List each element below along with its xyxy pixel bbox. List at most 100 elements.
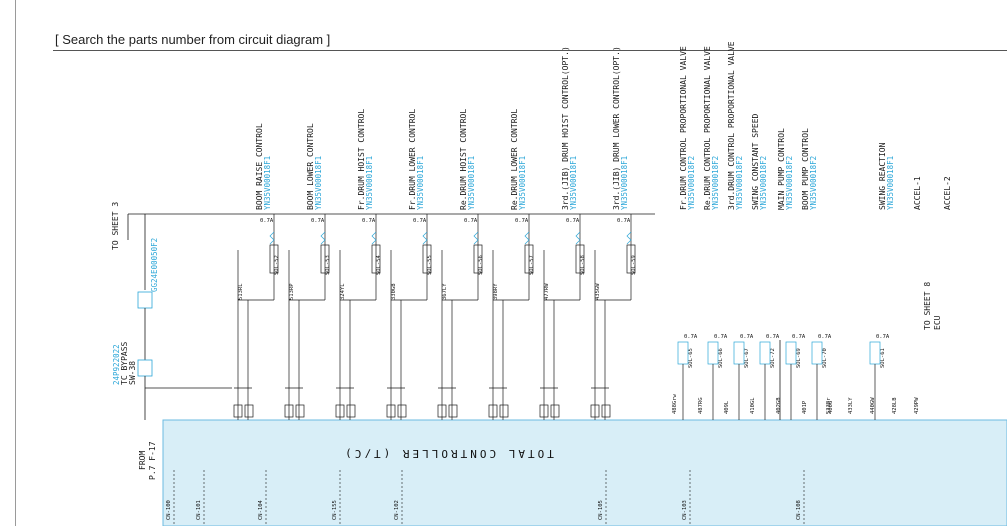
connector-label: CN-105: [598, 500, 604, 520]
output-title: 3rd.DRUM CONTROL PROPORTIONAL VALVE: [727, 41, 736, 210]
output-title: BOOM PUMP CONTROL: [801, 128, 810, 210]
connector: CN-101: [196, 470, 205, 526]
right-solenoid-wiring: [707, 341, 719, 420]
wire-label: 513RL: [238, 283, 244, 300]
right-wire-label: 402GB: [776, 397, 782, 414]
control-title: Fr.DRUM HOIST CONTROL: [357, 109, 366, 210]
fuse-label: 0.7A: [413, 218, 427, 224]
wire-label: 513RP: [289, 283, 295, 300]
left-part-code-1: GG24E00050F2: [150, 238, 159, 292]
connector: CN-108: [796, 470, 805, 526]
right-solenoid-wiring: [869, 341, 881, 420]
right-solenoid: SOL-700.7A: [811, 334, 832, 420]
right-solenoid: SOL-610.7A: [869, 334, 890, 420]
solenoid-label: SOL-58: [580, 255, 586, 275]
control-part-code: YN35V00018F1: [263, 156, 272, 210]
right-wire-label: 400G: [828, 401, 834, 414]
connector-label: CN-101: [196, 500, 202, 520]
right-wire-label: 409L: [724, 400, 730, 414]
connector: CN-102: [394, 470, 403, 526]
connector: CN-105: [598, 470, 607, 526]
output-part-code: YN35V00018F2: [785, 156, 794, 210]
output-title: ACCEL-1: [913, 176, 922, 210]
control-title: 3rd.(JIB) DRUM LOWER CONTROL(OPT.): [612, 46, 621, 210]
connector-label: CN-155: [332, 500, 338, 520]
right-wire-label: 487RG: [698, 397, 704, 414]
output-part-code: YN35V00018F2: [809, 156, 818, 210]
fuse-label: 0.7A: [362, 218, 376, 224]
control-column: 3rd.(JIB) DRUM HOIST CONTROL(OPT.)YN35V0…: [539, 46, 586, 420]
page-title: [ Search the parts number from circuit d…: [55, 32, 331, 47]
control-title: BOOM LOWER CONTROL: [306, 123, 315, 210]
control-title: Re.DRUM HOIST CONTROL: [459, 109, 468, 210]
right-solenoid-wiring: [785, 341, 797, 420]
right-solenoid: SOL-67 0.7A: [733, 334, 754, 420]
control-part-code: YN35V00018F1: [620, 156, 629, 210]
right-solenoid-label: SOL-69: [796, 348, 802, 368]
control-column: 3rd.(JIB) DRUM LOWER CONTROL(OPT.)YN35V0…: [590, 46, 637, 420]
fuse-label: 0.7A: [617, 218, 631, 224]
right-solenoid: SOL-69 0.7A: [785, 334, 806, 420]
column-wiring: [539, 214, 585, 420]
control-part-code: YN35V00018F1: [518, 156, 527, 210]
solenoid-label: SOL-54: [376, 254, 382, 275]
wire-label: 330GB: [391, 283, 397, 300]
solenoid-label: SOL-59: [631, 255, 637, 275]
control-title: Re.DRUM LOWER CONTROL: [510, 109, 519, 210]
connector: CN-104: [258, 470, 267, 526]
right-solenoid-wiring: [677, 341, 689, 420]
right-wire-label: 440GW: [870, 397, 876, 414]
right-solenoid: SOL-660.7A: [707, 334, 728, 420]
output-title: SWING REACTION: [878, 142, 887, 210]
control-part-code: YN35V00018F1: [467, 156, 476, 210]
output-part-code: YN35V00018F1: [886, 156, 895, 210]
controller-label: TOTAL CONTROLLER (T/C): [342, 447, 554, 460]
column-wiring: [233, 214, 279, 420]
control-part-code: YN35V00018F1: [416, 156, 425, 210]
right-solenoid-label: SOL-61: [880, 348, 886, 368]
connector-label: CN-100: [166, 500, 172, 520]
right-wire-label: 429PW: [914, 397, 920, 414]
right-solenoid-label: SOL-70: [822, 348, 828, 368]
right-solenoid-label: SOL-67: [744, 348, 750, 368]
from-ref-label: P.7 F-17: [148, 441, 157, 480]
right-fuse-label: 0.7A: [740, 334, 754, 340]
solenoid-label: SOL-52: [274, 255, 280, 275]
fuse-label: 0.7A: [515, 218, 529, 224]
control-part-code: YN35V00018F1: [314, 156, 323, 210]
solenoid-label: SOL-55: [427, 255, 433, 275]
fuse-label: 0.7A: [566, 218, 580, 224]
column-wiring: [386, 214, 432, 420]
connector-label: CN-108: [796, 500, 802, 520]
right-wire-label: 410GL: [750, 397, 756, 414]
page-frame: [15, 0, 1007, 526]
right-solenoid-label: SOL-72: [770, 348, 776, 368]
right-fuse-label: 0.7A: [792, 334, 806, 340]
to-sheet-3-label: TO SHEET 3: [111, 202, 120, 250]
total-controller-box: [162, 419, 1007, 526]
connector: CN-155: [332, 470, 341, 526]
right-solenoid-wiring: [811, 341, 823, 420]
solenoid-label: SOL-56: [478, 255, 484, 275]
right-wire-label: 533Br: [826, 397, 832, 414]
connector-label: CN-103: [682, 500, 688, 520]
control-title: 3rd.(JIB) DRUM HOIST CONTROL(OPT.): [561, 46, 570, 210]
solenoid-label: SOL-57: [529, 255, 535, 275]
left-part-code-2: 24P922022: [112, 344, 121, 385]
control-title: BOOM RAISE CONTROL: [255, 123, 264, 210]
tc-bypass-switch-label: SW-38: [128, 361, 137, 385]
right-fuse-label: 0.7A: [684, 334, 698, 340]
fuse-label: 0.7A: [464, 218, 478, 224]
control-part-code: YN35V00018F1: [365, 156, 374, 210]
